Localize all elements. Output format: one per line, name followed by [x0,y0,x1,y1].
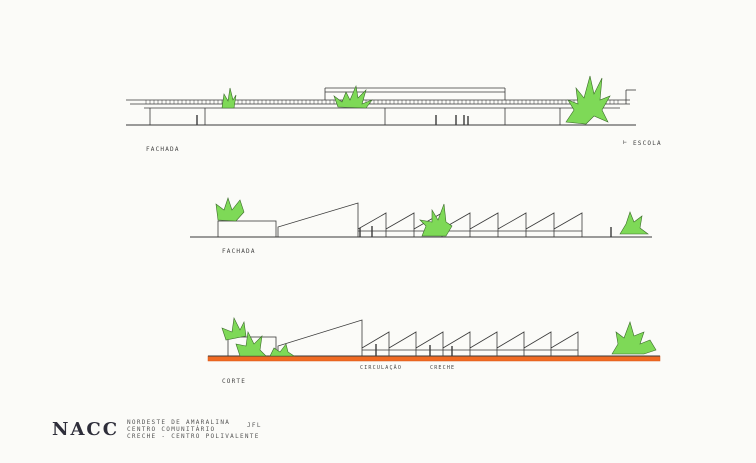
label-fachada-2: FACHADA [222,248,256,255]
author-initials: JFL [247,422,262,429]
label-escola: ESCOLA [633,140,662,147]
foliage-section [221,317,657,357]
title-line-2: CENTRO COMUNITÁRIO [127,426,216,433]
label-creche: CRECHE [430,365,456,371]
scale-mark-icon: ⊢ [623,139,628,146]
nacc-logo: NACC [52,419,120,440]
label-fachada-1: FACHADA [146,146,180,153]
label-circulacao: CIRCULAÇÃO [360,365,403,371]
foliage-elevation-1 [221,75,611,125]
label-corte: CORTE [222,378,247,385]
title-line-3: CRECHE - CENTRO POLIVALENTE [127,433,260,440]
foliage-elevation-2 [215,197,649,237]
title-line-1: NORDESTE DE AMARALINA [127,419,231,426]
elevation-1 [126,87,636,126]
ground-band [207,355,661,362]
